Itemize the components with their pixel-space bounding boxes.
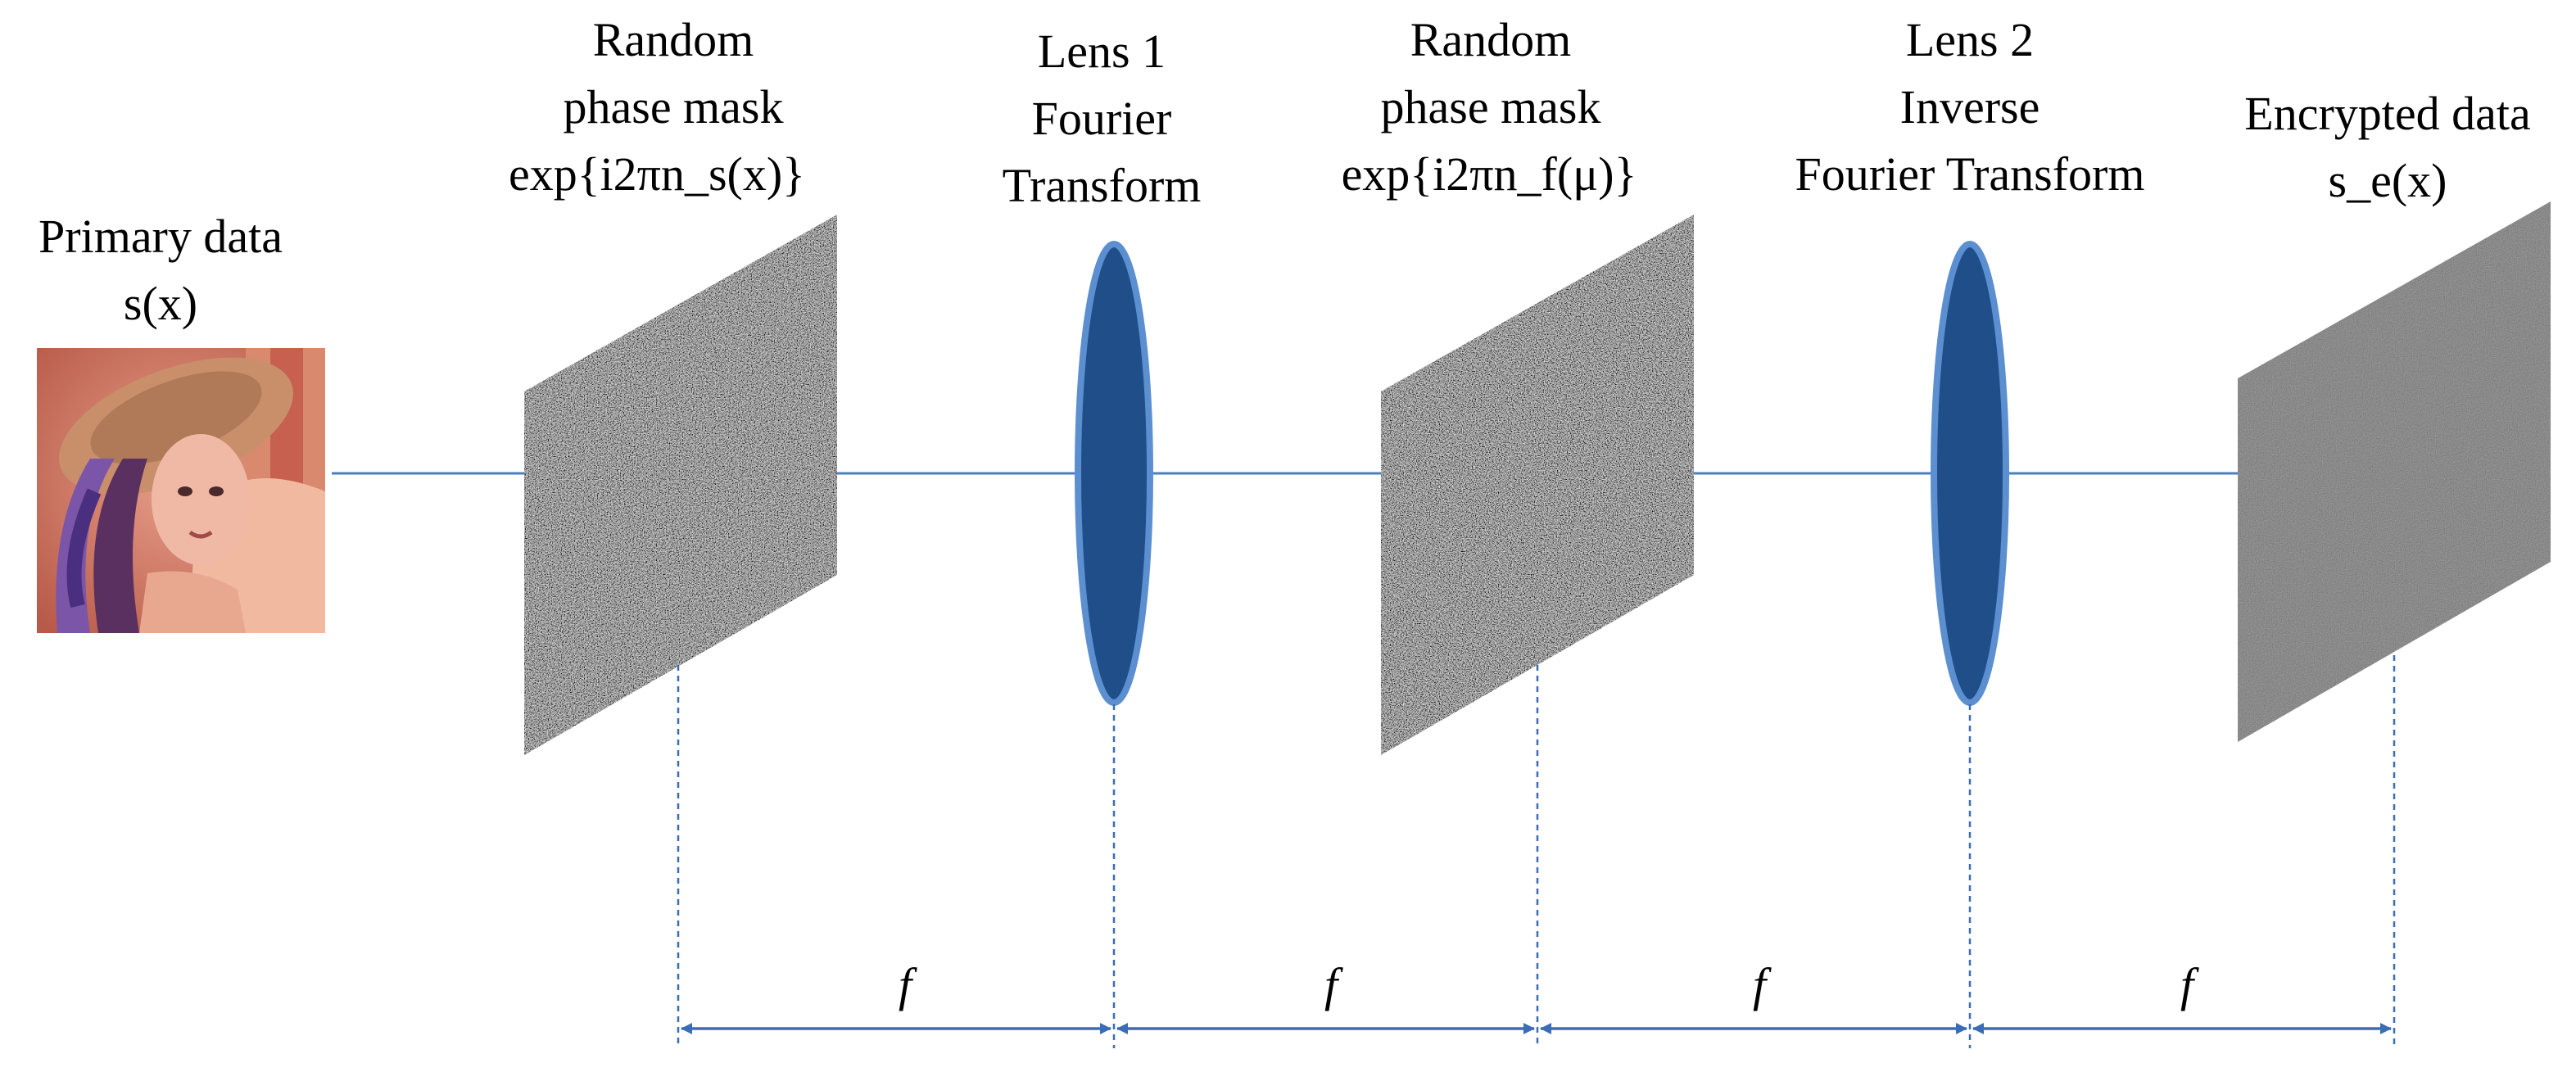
primary-formula: s(x) [124, 277, 197, 330]
lens2-label-line1: Lens 2 [1906, 13, 2034, 66]
lens1-label-line2: Fourier [1032, 92, 1172, 145]
lens-1 [1075, 241, 1153, 706]
lens2-label-line3: Fourier Transform [1795, 147, 2145, 201]
lens1-label-line1: Lens 1 [1038, 25, 1166, 78]
primary-image [37, 348, 325, 633]
mask1-label-line1: Random [593, 13, 754, 66]
phase-mask-1 [524, 215, 837, 755]
mask2-formula: exp{i2πn_f(μ)} [1342, 147, 1637, 201]
lens-2 [1931, 241, 2009, 706]
distance-label-1: f [899, 958, 917, 1011]
encrypted-label: Encrypted data [2244, 87, 2530, 140]
reference-lines [677, 655, 2396, 1048]
mask2-label-line1: Random [1410, 13, 1572, 66]
mask1-label-line2: phase mask [564, 80, 784, 133]
distance-label-2: f [1324, 958, 1343, 1011]
phase-mask-2 [1381, 215, 1694, 755]
distance-label-3: f [1753, 958, 1772, 1011]
primary-label: Primary data [38, 210, 283, 263]
mask1-formula: exp{i2πn_s(x)} [509, 147, 805, 201]
lens1-label-line3: Transform [1003, 159, 1202, 212]
distance-label-4: f [2180, 958, 2199, 1011]
encrypted-formula: s_e(x) [2329, 154, 2447, 207]
lens2-label-line2: Inverse [1900, 80, 2040, 133]
mask2-label-line2: phase mask [1381, 80, 1601, 133]
